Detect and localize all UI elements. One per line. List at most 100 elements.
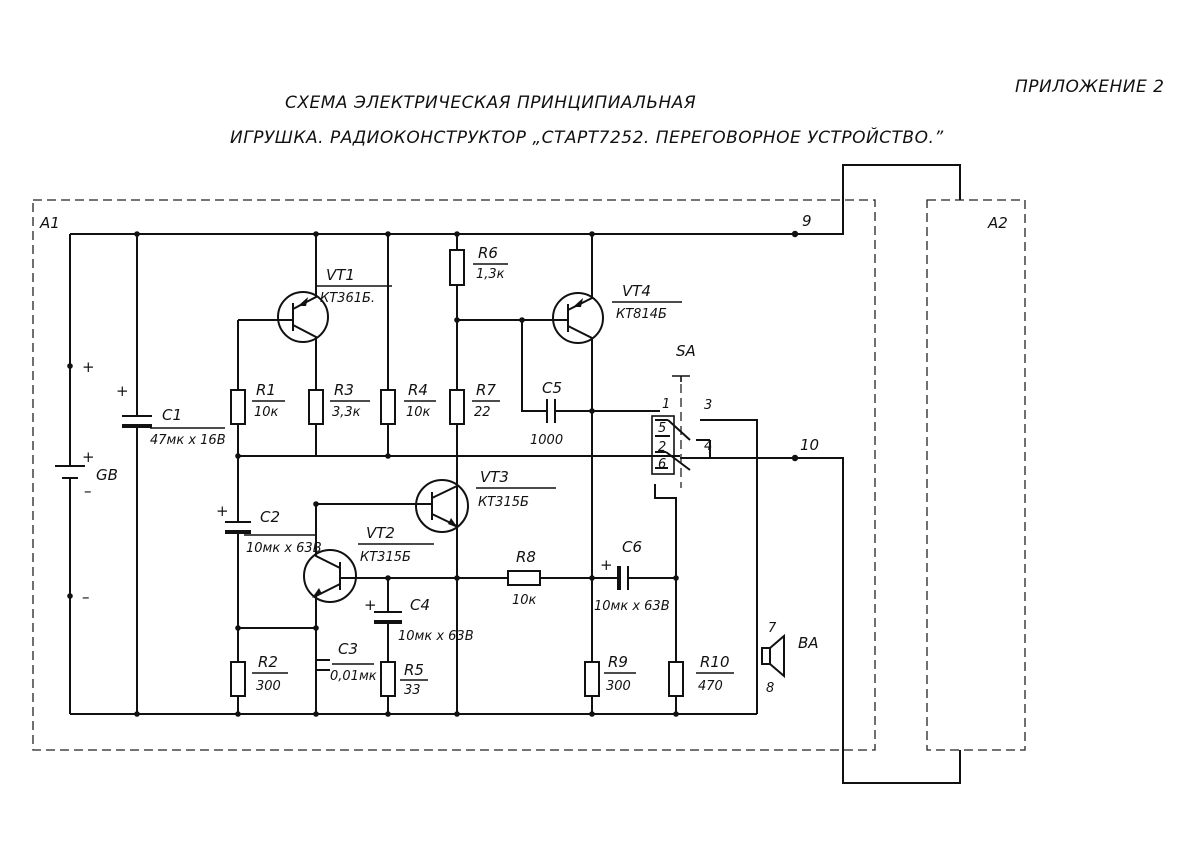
r4-ref: R4: [408, 381, 428, 399]
vt2-ref: VT2: [366, 524, 395, 542]
junction: [454, 575, 460, 581]
c2-plate: [225, 530, 251, 534]
r10-value: 470: [698, 679, 723, 694]
vt3-arrow: [448, 518, 458, 528]
r6-value: 1,3к: [476, 267, 505, 282]
junction: [235, 453, 241, 459]
ba-pin-8: 8: [766, 681, 774, 696]
junction: [454, 711, 460, 717]
vt1-leads: [238, 234, 317, 456]
terminal-10-label: 10: [800, 436, 819, 454]
c6-plate-left: [617, 566, 621, 590]
r2-ref: R2: [258, 653, 278, 671]
vt1-type: КТ361Б.: [320, 291, 375, 306]
r7-body: [449, 389, 465, 425]
sa-ref: SA: [676, 342, 696, 360]
r3-body: [308, 389, 324, 425]
schematic-title-line2: ИГРУШКА. РАДИОКОНСТРУКТОР „СТАРТ7252. ПЕ…: [230, 126, 944, 148]
battery-minus-mark: –: [84, 482, 92, 500]
junction: [134, 711, 140, 717]
r9-ref: R9: [608, 653, 628, 671]
sa-frame: [651, 415, 675, 475]
c4-plate: [374, 620, 402, 624]
c3-ref: C3: [338, 640, 358, 658]
sa-contacts: [654, 419, 765, 636]
ba-speaker: [761, 633, 785, 679]
sa-pin-5: 5: [658, 421, 666, 436]
vt3-body: [415, 479, 469, 533]
r5-body: [380, 661, 396, 697]
vt3-type: КТ315Б: [478, 495, 529, 510]
block-a2-label: А2: [987, 214, 1008, 232]
r7-ref: R7: [476, 381, 496, 399]
junction: [673, 711, 679, 717]
junction: [67, 593, 73, 599]
battery-top-plus: +: [82, 358, 95, 376]
c5-ref: C5: [542, 379, 562, 397]
c1-value: 47мк x 16В: [150, 433, 226, 448]
r8-value: 10к: [512, 593, 537, 608]
c2-polarity: +: [216, 502, 229, 520]
r9-body: [584, 661, 600, 697]
r4-value: 10к: [406, 405, 431, 420]
c2-ref: C2: [260, 508, 280, 526]
c4-value: 10мк x 63В: [398, 629, 474, 644]
r1-value: 10к: [254, 405, 279, 420]
vt1-body: [277, 291, 329, 343]
c5-value: 1000: [530, 433, 563, 448]
c5-wire: [521, 320, 660, 412]
sa-pin-3: 3: [704, 398, 712, 413]
r7-value: 22: [474, 405, 491, 420]
interconnect-wire-9: [795, 164, 961, 235]
junction: [519, 317, 525, 323]
interconnect-wire-10: [795, 457, 961, 784]
c6-ref: C6: [622, 538, 642, 556]
r3-value: 3,3к: [332, 405, 361, 420]
ba-pin-7: 7: [768, 621, 777, 636]
r4-body: [380, 389, 396, 425]
r9-value: 300: [606, 679, 631, 694]
r6-ref: R6: [478, 244, 498, 262]
c3-value: 0,01мк: [330, 669, 377, 684]
ba-ref: ВА: [798, 634, 819, 652]
terminal-10: [791, 454, 799, 462]
junction: [67, 363, 73, 369]
battery-symbol: [55, 465, 85, 479]
schematic-title-line1: СХЕМА ЭЛЕКТРИЧЕСКАЯ ПРИНЦИПИАЛЬНАЯ: [285, 93, 696, 113]
junction: [385, 231, 391, 237]
vt4-type: КТ814Б: [616, 307, 667, 322]
r2-value: 300: [256, 679, 281, 694]
c1-ref: C1: [162, 406, 182, 424]
r6-body: [449, 249, 465, 286]
c2-value: 10мк x 63В: [246, 541, 322, 556]
appendix-label: ПРИЛОЖЕНИЕ 2: [1015, 77, 1164, 97]
c1-plate: [122, 424, 152, 428]
sa-pin-1: 1: [662, 397, 670, 412]
c4-polarity: +: [364, 596, 377, 614]
r10-body: [668, 661, 684, 697]
c1-polarity: +: [116, 382, 129, 400]
vt1-ref: VT1: [326, 266, 355, 284]
sa-pin-4: 4: [704, 439, 712, 454]
r8-body: [507, 570, 541, 586]
vt3-leads: [316, 485, 458, 580]
junction: [385, 453, 391, 459]
r2-wire: [237, 627, 316, 714]
c6-value: 10мк x 63В: [594, 599, 670, 614]
sa-pin-6: 6: [658, 457, 666, 472]
junction: [313, 501, 319, 507]
vt4-body: [552, 292, 604, 344]
battery-plus-mark: +: [82, 448, 95, 466]
block-a2-frame: [926, 199, 1026, 751]
r2-body: [230, 661, 246, 697]
vt4-ref: VT4: [622, 282, 651, 300]
junction: [313, 231, 319, 237]
c6-polarity: +: [600, 556, 613, 574]
r10-ref: R10: [700, 653, 730, 671]
vt2-type: КТ315Б: [360, 550, 411, 565]
c5-symbol: [546, 399, 556, 423]
c4-ref: C4: [410, 596, 430, 614]
sa-handle: [672, 375, 690, 382]
junction: [454, 231, 460, 237]
